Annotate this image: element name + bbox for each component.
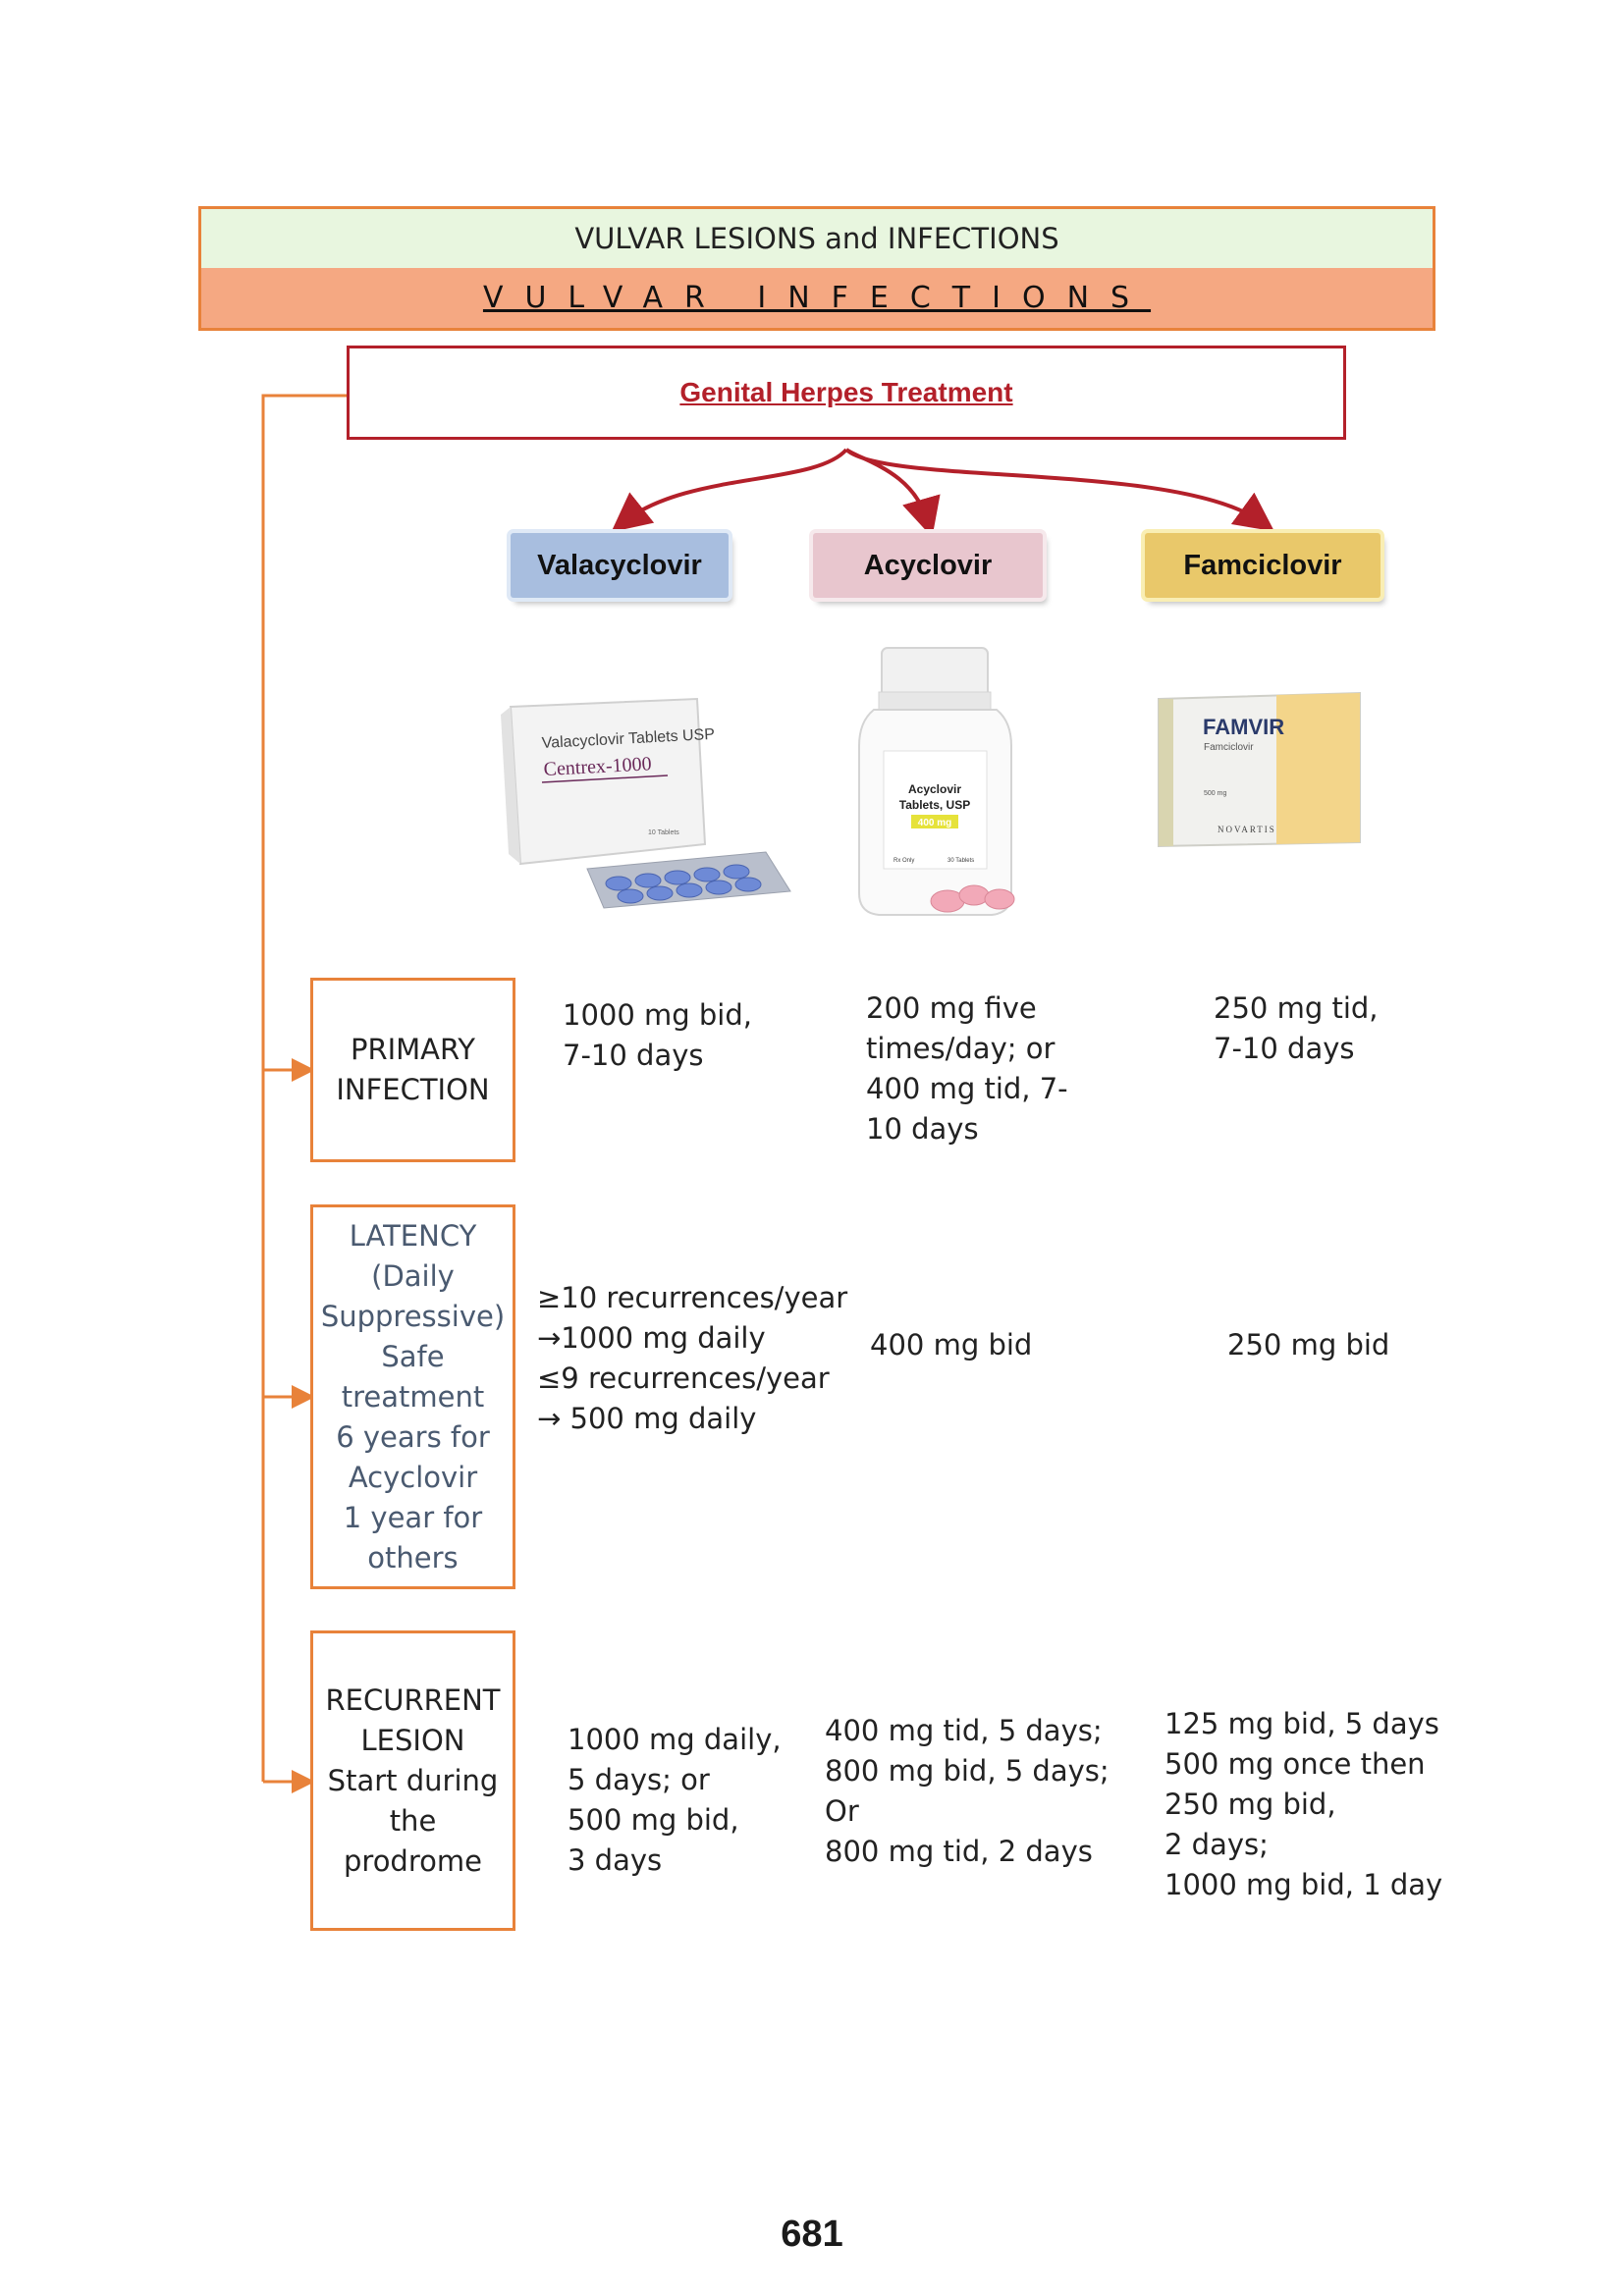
famvir-maker: NOVARTIS — [1218, 825, 1276, 834]
row-label-latency: LATENCY (Daily Suppressive) Safe treatme… — [310, 1204, 515, 1589]
latency-famciclovir-dose: 250 mg bid — [1227, 1328, 1390, 1362]
valacyclovir-box-note: 10 Tablets — [648, 829, 679, 836]
famvir-generic: Famciclovir — [1204, 742, 1254, 753]
main-title-box: Genital Herpes Treatment — [347, 346, 1346, 440]
recurrent-famciclovir-dose: 125 mg bid, 5 days 500 mg once then 250 … — [1164, 1707, 1443, 1901]
acyclovir-label-line2: Tablets, USP — [899, 798, 970, 812]
arrow-to-valacyclovir — [611, 448, 848, 532]
row-label-primary-infection: PRIMARY INFECTION — [310, 978, 515, 1162]
famvir-brand: FAMVIR — [1203, 715, 1284, 739]
drug-header-valacyclovir: Valacyclovir — [511, 533, 729, 598]
acyclovir-bottle-image: Acyclovir Tablets, USP 400 mg Rx Only 30… — [858, 647, 1015, 916]
row-label-recurrent-lesion: RECURRENT LESION Start during the prodro… — [310, 1630, 515, 1931]
famvir-package-image: FAMVIR Famciclovir 500 mg NOVARTIS — [1158, 691, 1361, 848]
recurrent-acyclovir-dose: 400 mg tid, 5 days; 800 mg bid, 5 days; … — [825, 1714, 1110, 1868]
chapter-title: VULVAR LESIONS and INFECTIONS — [201, 209, 1433, 268]
acyclovir-label-rx: Rx Only — [893, 858, 914, 864]
drug-header-famciclovir: Famciclovir — [1145, 533, 1380, 598]
header-frame — [198, 206, 1435, 331]
valacyclovir-package-image: Valacyclovir Tablets USP Centrex-1000 10… — [501, 697, 791, 909]
section-title-bar: VULVAR INFECTIONS — [201, 268, 1433, 328]
famvir-dose: 500 mg — [1204, 790, 1226, 797]
latency-valacyclovir-dose: ≥10 recurrences/year →1000 mg daily ≤9 r… — [537, 1281, 848, 1435]
primary-valacyclovir-dose: 1000 mg bid, 7-10 days — [563, 998, 752, 1072]
left-bracket — [261, 394, 347, 1782]
acyclovir-label-dose: 400 mg — [918, 818, 951, 828]
acyclovir-label-count: 30 Tablets — [947, 858, 974, 864]
primary-famciclovir-dose: 250 mg tid, 7-10 days — [1214, 991, 1379, 1065]
drug-header-acyclovir: Acyclovir — [813, 533, 1043, 598]
arrow-to-famciclovir — [844, 448, 1274, 532]
recurrent-valacyclovir-dose: 1000 mg daily, 5 days; or 500 mg bid, 3 … — [568, 1723, 782, 1877]
main-title: Genital Herpes Treatment — [679, 377, 1013, 407]
page-number: 681 — [781, 2214, 843, 2255]
section-title: VULVAR INFECTIONS — [482, 281, 1152, 315]
acyclovir-label-line1: Acyclovir — [908, 782, 961, 796]
latency-acyclovir-dose: 400 mg bid — [870, 1328, 1033, 1362]
primary-acyclovir-dose: 200 mg five times/day; or 400 mg tid, 7-… — [866, 991, 1068, 1146]
